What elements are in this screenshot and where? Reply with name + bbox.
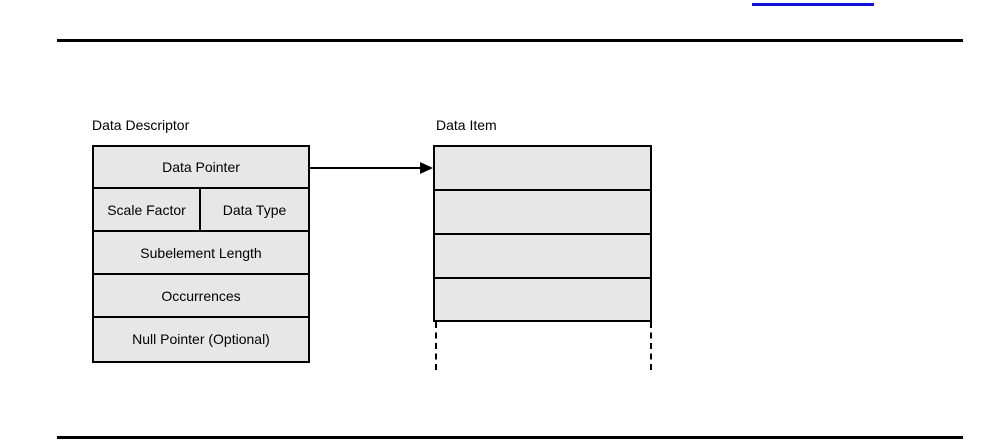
descriptor-row-data-pointer: Data Pointer: [94, 147, 308, 189]
data-item-continuation-line-left: [435, 322, 437, 370]
header-divider-rule: [57, 39, 963, 42]
pointer-arrow-head-icon: [420, 162, 433, 174]
descriptor-row-subelement-length: Subelement Length: [94, 232, 308, 275]
descriptor-row-null-pointer: Null Pointer (Optional): [94, 318, 308, 360]
data-item-row: [435, 235, 650, 279]
descriptor-cell-data-type: Data Type: [222, 201, 287, 218]
descriptor-row-occurrences: Occurrences: [94, 275, 308, 318]
data-item-caption: Data Item: [436, 117, 497, 133]
data-item-continuation-line-right: [650, 322, 652, 370]
pointer-arrow-line: [309, 167, 424, 169]
descriptor-cell-scale-factor: Scale Factor: [94, 189, 201, 230]
data-item-row: [435, 279, 650, 320]
header-hyperlink[interactable]: [752, 3, 874, 6]
descriptor-row-scale-factor-data-type: Scale Factor Data Type: [94, 189, 308, 232]
data-item-row: [435, 147, 650, 191]
data-descriptor-caption: Data Descriptor: [92, 117, 190, 133]
data-item-box: [433, 145, 652, 322]
footer-divider-rule: [57, 436, 963, 439]
data-descriptor-box: Data Pointer Scale Factor Data Type Sube…: [92, 145, 310, 363]
data-item-row: [435, 191, 650, 235]
